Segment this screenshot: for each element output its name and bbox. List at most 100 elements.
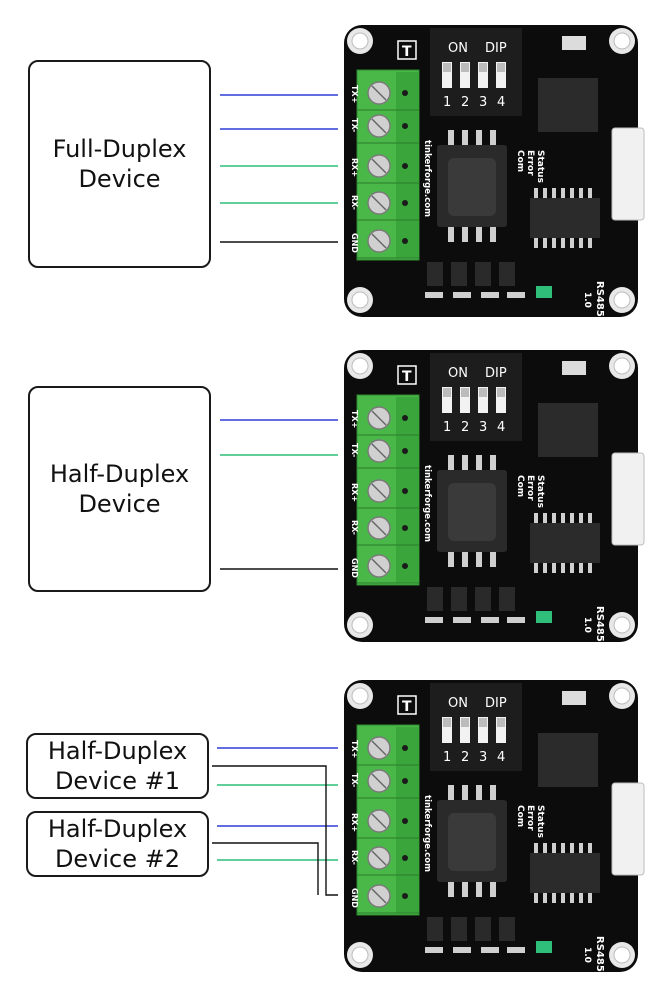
terminal-hole [402,818,408,824]
controller-chip [538,78,598,132]
dip-label: DIP [485,366,507,381]
terminal-hole [402,238,408,244]
screw-slot [371,410,387,426]
green-led [536,286,552,298]
dip-label: DIP [485,696,507,711]
logo-text: T [402,369,412,385]
crystal [562,691,586,705]
bottom-component [427,917,443,941]
ic-pin [462,552,468,567]
ic-pin [448,455,454,470]
terminal-label: RX+ [350,813,359,832]
terminal-label: GND [350,888,359,908]
main-ic-top [448,813,496,871]
half-duplex-device-label: Half-Duplex Device [49,460,190,518]
terminal-hole [402,855,408,861]
terminal-hole [402,488,408,494]
bottom-pad [453,617,471,623]
mounting-hole-inner [351,32,369,50]
dip-number: 3 [479,95,487,110]
led-label: Error [525,475,535,501]
screw-slot [371,233,387,249]
ic-pin [476,552,482,567]
screw-slot [371,773,387,789]
chip-pin [579,238,583,248]
side-connector [611,452,645,546]
dip-knob [461,63,469,72]
dip-lever [442,387,452,413]
mounting-hole-inner [613,291,631,309]
dip-number: 3 [479,750,487,765]
dip-number: 4 [497,750,505,765]
chip-pin [561,188,565,198]
ic-pin [476,227,482,242]
dip-knob [443,63,451,72]
ic-pin [448,227,454,242]
bottom-pad [481,947,499,953]
chip-pin [534,893,538,903]
dip-knob [461,718,469,727]
dip-lever [442,717,452,743]
terminal-label: RX- [350,195,359,210]
screw-slot [371,118,387,134]
ic-pin [462,130,468,145]
version-text: 1.0 [582,292,592,308]
transceiver-chip [530,198,600,238]
ic-pin [490,455,496,470]
chip-pin [561,843,565,853]
led-label: Com [515,805,525,827]
dip-lever [442,62,452,88]
chip-pin [543,238,547,248]
dip-knob [497,718,505,727]
model-text: RS485 [594,281,605,317]
ic-pin [476,455,482,470]
ic-pin [490,552,496,567]
screw-slot [371,813,387,829]
chip-pin [552,513,556,523]
terminal-hole [402,778,408,784]
dip-lever [460,717,470,743]
bottom-pad [453,947,471,953]
chip-pin [552,563,556,573]
chip-pin [534,188,538,198]
bottom-pad [481,292,499,298]
screw-slot [371,195,387,211]
terminal-label: TX+ [350,85,359,103]
screw-slot [371,158,387,174]
main-ic-top [448,158,496,216]
chip-pin [552,238,556,248]
terminal-label: TX- [350,118,359,132]
led-label: Error [525,150,535,176]
dip-lever [478,717,488,743]
chip-pin [561,238,565,248]
led-label: Status [535,150,545,183]
screw-slot [371,740,387,756]
chip-pin [570,238,574,248]
dip-on-label: ON [448,366,468,381]
terminal-hole [402,893,408,899]
bottom-component [451,587,467,611]
version-text: 1.0 [582,947,592,963]
dip-lever [478,387,488,413]
chip-pin [543,188,547,198]
chip-pin [570,513,574,523]
crystal [562,361,586,375]
bottom-pad [507,947,525,953]
ic-pin [490,227,496,242]
dip-knob [443,388,451,397]
screw-slot [371,483,387,499]
half-duplex-device-1-label: Half-Duplex Device #1 [47,737,188,795]
terminal-label: TX- [350,773,359,787]
logo-text: T [402,44,412,60]
transceiver-chip [530,853,600,893]
bottom-component [475,917,491,941]
terminal-label: RX- [350,520,359,535]
terminal-hole [402,123,408,129]
chip-pin [588,238,592,248]
ic-pin [462,227,468,242]
chip-pin [552,893,556,903]
dip-lever [460,62,470,88]
screw-slot [371,85,387,101]
ic-pin [462,455,468,470]
